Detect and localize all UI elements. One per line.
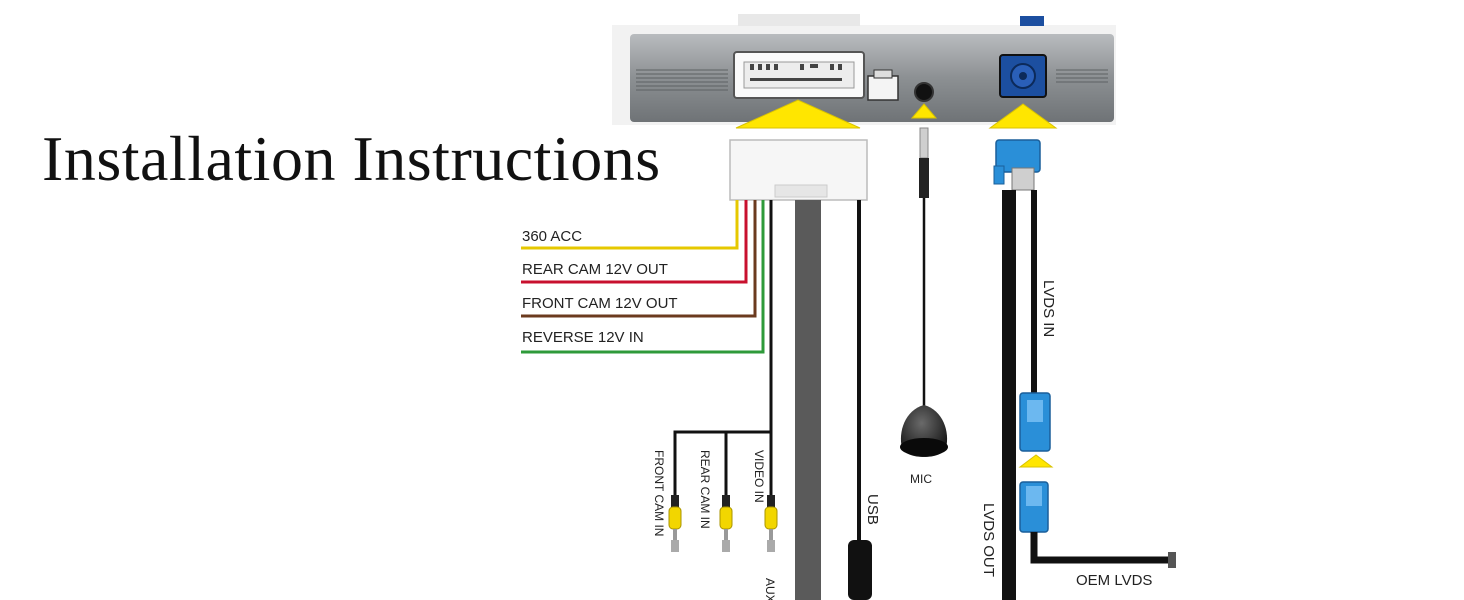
wire-front-cam-12v [521,200,757,318]
rca-plugs [668,495,778,552]
usb-plug [848,540,872,600]
label-reverse-12v-in: REVERSE 12V IN [522,329,644,346]
label-lvds-out: LVDS OUT [980,503,997,577]
wire-acc [521,200,739,250]
mic-icon [900,405,948,457]
lvds-cables [993,139,1176,600]
label-rear-cam-in: REAR CAM IN [698,450,712,529]
wire-reverse-12v [521,200,765,354]
page-title: Installation Instructions [42,123,661,194]
aux-cable [795,200,821,600]
label-usb: USB [864,494,881,525]
mic-jack [914,82,934,102]
rca-video-in-plug [764,495,778,552]
interface-box [612,14,1116,125]
mic-cable [919,127,929,408]
label-360-acc: 360 ACC [522,228,582,245]
small-socket [867,75,899,101]
main-harness-plug [729,139,868,201]
connection-arrows [735,99,1058,468]
label-rear-cam-12v-out: REAR CAM 12V OUT [522,261,668,278]
label-front-cam-in: FRONT CAM IN [652,450,666,536]
rca-front-cam-plug [668,495,682,552]
label-lvds-in: LVDS IN [1040,280,1057,337]
label-mic: MIC [910,472,932,486]
video-cable [673,200,773,500]
label-front-cam-12v-out: FRONT CAM 12V OUT [522,295,678,312]
wire-rear-cam-12v [521,200,748,284]
rca-rear-cam-plug [719,495,733,552]
label-oem-lvds: OEM LVDS [1076,572,1152,589]
label-aux: AUX [763,578,777,600]
label-video-in: VIDEO IN [752,450,766,503]
